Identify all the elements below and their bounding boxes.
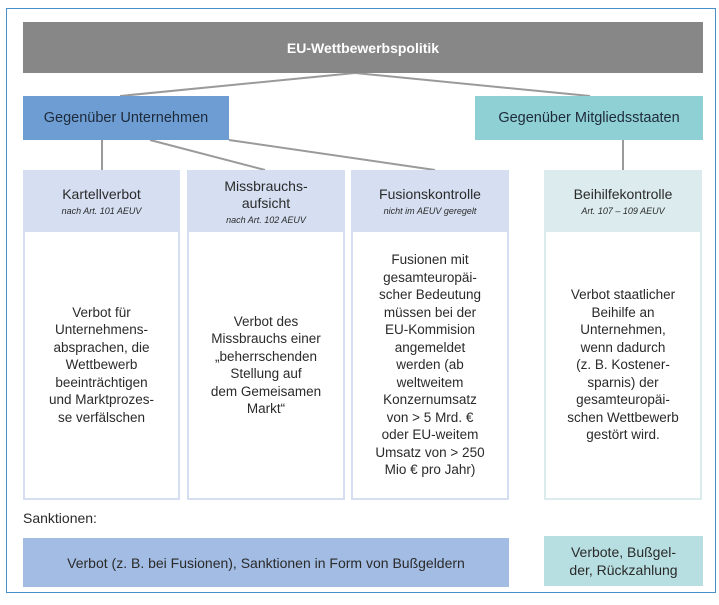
card-fusionskontrolle: Fusionskontrolle nicht im AEUV geregelt F…: [351, 170, 509, 500]
connector-line: [228, 139, 436, 171]
card-title: Kartellverbot: [62, 186, 141, 202]
card-subtitle: nach Art. 102 AEUV: [226, 214, 306, 225]
sanctions-unternehmen: Verbot (z. B. bei Fusionen), Sanktionen …: [23, 538, 509, 587]
connector-line: [354, 72, 591, 97]
card-subtitle: nicht im AEUV geregelt: [383, 206, 477, 216]
card-title: Beihilfekontrolle: [573, 186, 673, 202]
card-title: Fusionskontrolle: [379, 186, 481, 202]
card-body: Fusionen mit gesamteuropäi- scher Bedeut…: [351, 232, 509, 500]
card-kartellverbot: Kartellverbot nach Art. 101 AEUV Verbot f…: [23, 170, 180, 500]
connector-line: [149, 139, 266, 171]
branch-unternehmen: Gegenüber Unternehmen: [23, 96, 229, 140]
sanctions-label: Sanktionen:: [23, 510, 97, 526]
card-body: Verbot für Unternehmens- absprachen, die…: [23, 232, 180, 500]
card-subtitle: Art. 107 – 109 AEUV: [581, 206, 665, 216]
sanctions-mitgliedsstaaten: Verbote, Bußgel- der, Rückzahlung: [544, 536, 703, 586]
diagram-frame: [6, 8, 716, 593]
card-body: Verbot staatlicher Beihilfe an Unternehm…: [544, 232, 702, 500]
card-body: Verbot des Missbrauchs einer „beherrsche…: [187, 232, 345, 500]
title-box: EU-Wettbewerbspolitik: [23, 22, 703, 73]
card-title: Missbrauchs- aufsicht: [224, 177, 308, 211]
connector-line: [119, 72, 356, 97]
card-subtitle: nach Art. 101 AEUV: [61, 206, 142, 216]
branch-mitgliedsstaaten: Gegenüber Mitgliedsstaaten: [475, 96, 703, 140]
